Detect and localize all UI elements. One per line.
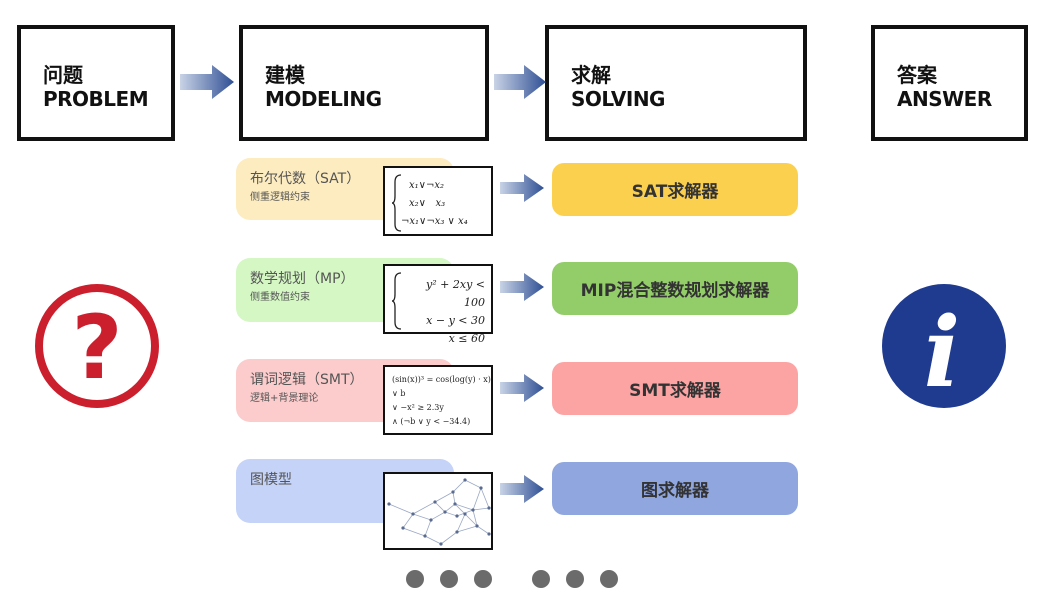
model-mp-sub: 侧重数值约束 (250, 292, 310, 303)
formula-smt: (sin(x))³ = cos(log(y) · x) ∨ b ∨ −x² ≥ … (383, 365, 493, 435)
ellipsis-dot (566, 570, 584, 588)
arrow-icon (500, 475, 544, 503)
formula-line: x − y < 30 (426, 314, 485, 327)
formula-line: ¬x₁∨¬x₃ ∨ x₄ (401, 216, 468, 227)
question-mark: ? (71, 296, 122, 399)
formula-line: x₁∨¬x₂ (409, 180, 444, 191)
network-graph-icon (387, 478, 491, 546)
stage-solving: 求解 SOLVING (545, 25, 807, 141)
model-smt-sub: 逻辑+背景理论 (250, 393, 319, 404)
formula-line: (sin(x))³ = cos(log(y) · x) (392, 375, 491, 384)
stage-problem-zh: 问题 (43, 63, 83, 87)
arrow-icon (500, 174, 544, 202)
info-letter: i (924, 296, 960, 409)
brace-icon (391, 174, 402, 232)
solver-graph: 图求解器 (552, 462, 798, 515)
formula-line: ∨ −x² ≥ 2.3y (392, 403, 444, 412)
ellipsis-dot (532, 570, 550, 588)
model-sat-sub: 侧重逻辑约束 (250, 192, 310, 203)
model-sat-name: 布尔代数（SAT） (250, 171, 361, 187)
formula-mp: y² + 2xy < 100 x − y < 30 x ≤ 60 (383, 264, 493, 345)
stage-answer-zh: 答案 (897, 63, 937, 87)
ellipsis-dot (600, 570, 618, 588)
stage-solving-zh: 求解 (571, 63, 611, 87)
formula-line: ∧ (¬b ∨ y < −34.4) (392, 417, 471, 426)
model-smt-name: 谓词逻辑（SMT） (250, 372, 364, 388)
solver-mip: MIP混合整数规划求解器 (552, 262, 798, 315)
formula-line: y² + 2xy < 100 (426, 278, 485, 309)
stage-answer: 答案 ANSWER (871, 25, 1028, 141)
brace-icon (391, 272, 402, 330)
stage-modeling-zh: 建模 (265, 63, 305, 87)
question-icon: ? (35, 284, 159, 408)
stage-solving-en: SOLVING (571, 87, 665, 111)
arrow-icon (500, 374, 544, 402)
stage-answer-en: ANSWER (897, 87, 992, 111)
formula-line: x₂∨ x₃ (409, 198, 446, 209)
formula-sat: x₁∨¬x₂ x₂∨ x₃ ¬x₁∨¬x₃ ∨ x₄ (383, 166, 493, 236)
ellipsis-dot (440, 570, 458, 588)
model-mp-name: 数学规划（MP） (250, 271, 355, 287)
graph-thumbnail (383, 472, 493, 550)
info-icon: i (882, 284, 1006, 409)
arrow-icon (494, 65, 546, 99)
arrow-icon (180, 65, 234, 99)
formula-line: x ≤ 60 (448, 332, 485, 345)
ellipsis-dot (406, 570, 424, 588)
formula-line: ∨ b (392, 389, 406, 398)
model-graph-name: 图模型 (250, 472, 292, 488)
stage-problem-en: PROBLEM (43, 87, 149, 111)
solver-sat: SAT求解器 (552, 163, 798, 216)
stage-modeling-en: MODELING (265, 87, 382, 111)
stage-modeling: 建模 MODELING (239, 25, 489, 141)
arrow-icon (500, 273, 544, 301)
ellipsis-dot (474, 570, 492, 588)
solver-smt: SMT求解器 (552, 362, 798, 415)
stage-problem: 问题 PROBLEM (17, 25, 175, 141)
